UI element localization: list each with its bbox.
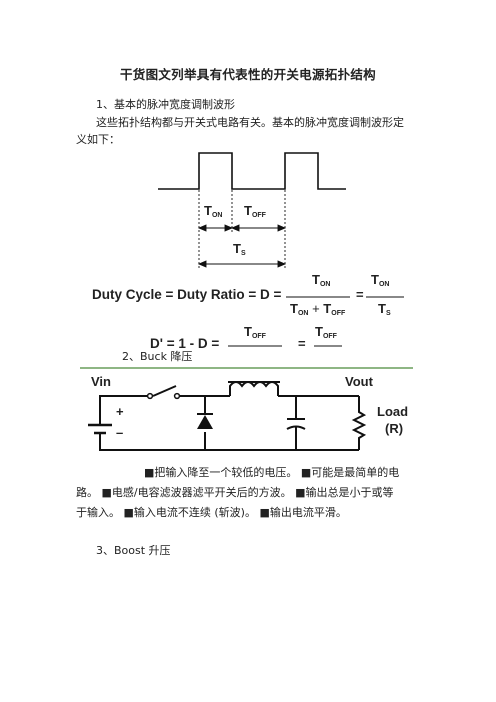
label-minus: – [116,425,124,440]
diode-symbol [197,415,213,429]
label-load-r: (R) [385,421,404,436]
duty-eq: = [356,287,364,302]
d-prime-lhs: D' = 1 - D = [150,336,220,351]
d-prime-eq: = [298,336,306,351]
section-heading-boost: 3、Boost 升压 [96,544,171,557]
buck-note-line-1: ■把输入降至一个较低的电压。 ■可能是最简单的电 [144,466,400,479]
label-plus: + [116,404,124,419]
duty-cycle-lhs: Duty Cycle = Duty Ratio = D = [92,287,282,302]
circuit-wires [99,381,367,451]
label-t-on: TON [204,203,223,219]
intro-line-2: 义如下： [76,133,120,146]
label-vin: Vin [91,374,111,389]
label-load: Load [377,404,409,419]
d-prime-num2: TOFF [315,324,337,340]
d-prime-num: TOFF [244,324,266,340]
buck-note-line-3: 于输入。 ■输入电流不连续 (斩波)。 ■输出电流平滑。 [76,506,347,519]
formula2-clip: D' = 1 - D = TOFF = TOFF [0,320,496,352]
page-title: 干货图文列举具有代表性的开关电源拓扑结构 [119,67,376,82]
section-heading-buck: 2、Buck 降压 [120,348,195,366]
buck-note-line-2: 路。 ■电感/电容滤波器滤平开关后的方波。 ■输出总是小于或等 [76,486,394,499]
duty-den2: TS [378,301,391,317]
fraction-bars [228,296,404,347]
intro-line-1: 这些拓扑结构都与开关式电路有关。基本的脉冲宽度调制波形定 [96,116,404,129]
section-heading-pwm: 1、基本的脉冲宽度调制波形 [96,98,235,111]
dimension-arrows [197,224,287,268]
label-vout: Vout [345,374,373,389]
duty-num2: TON [371,272,390,288]
label-t-s: TS [233,241,246,257]
dashed-guides [198,190,286,268]
duty-den: TON + TOFF [290,301,346,317]
label-t-off: TOFF [244,203,266,219]
waveform-trace [158,152,346,190]
duty-num: TON [312,272,331,288]
